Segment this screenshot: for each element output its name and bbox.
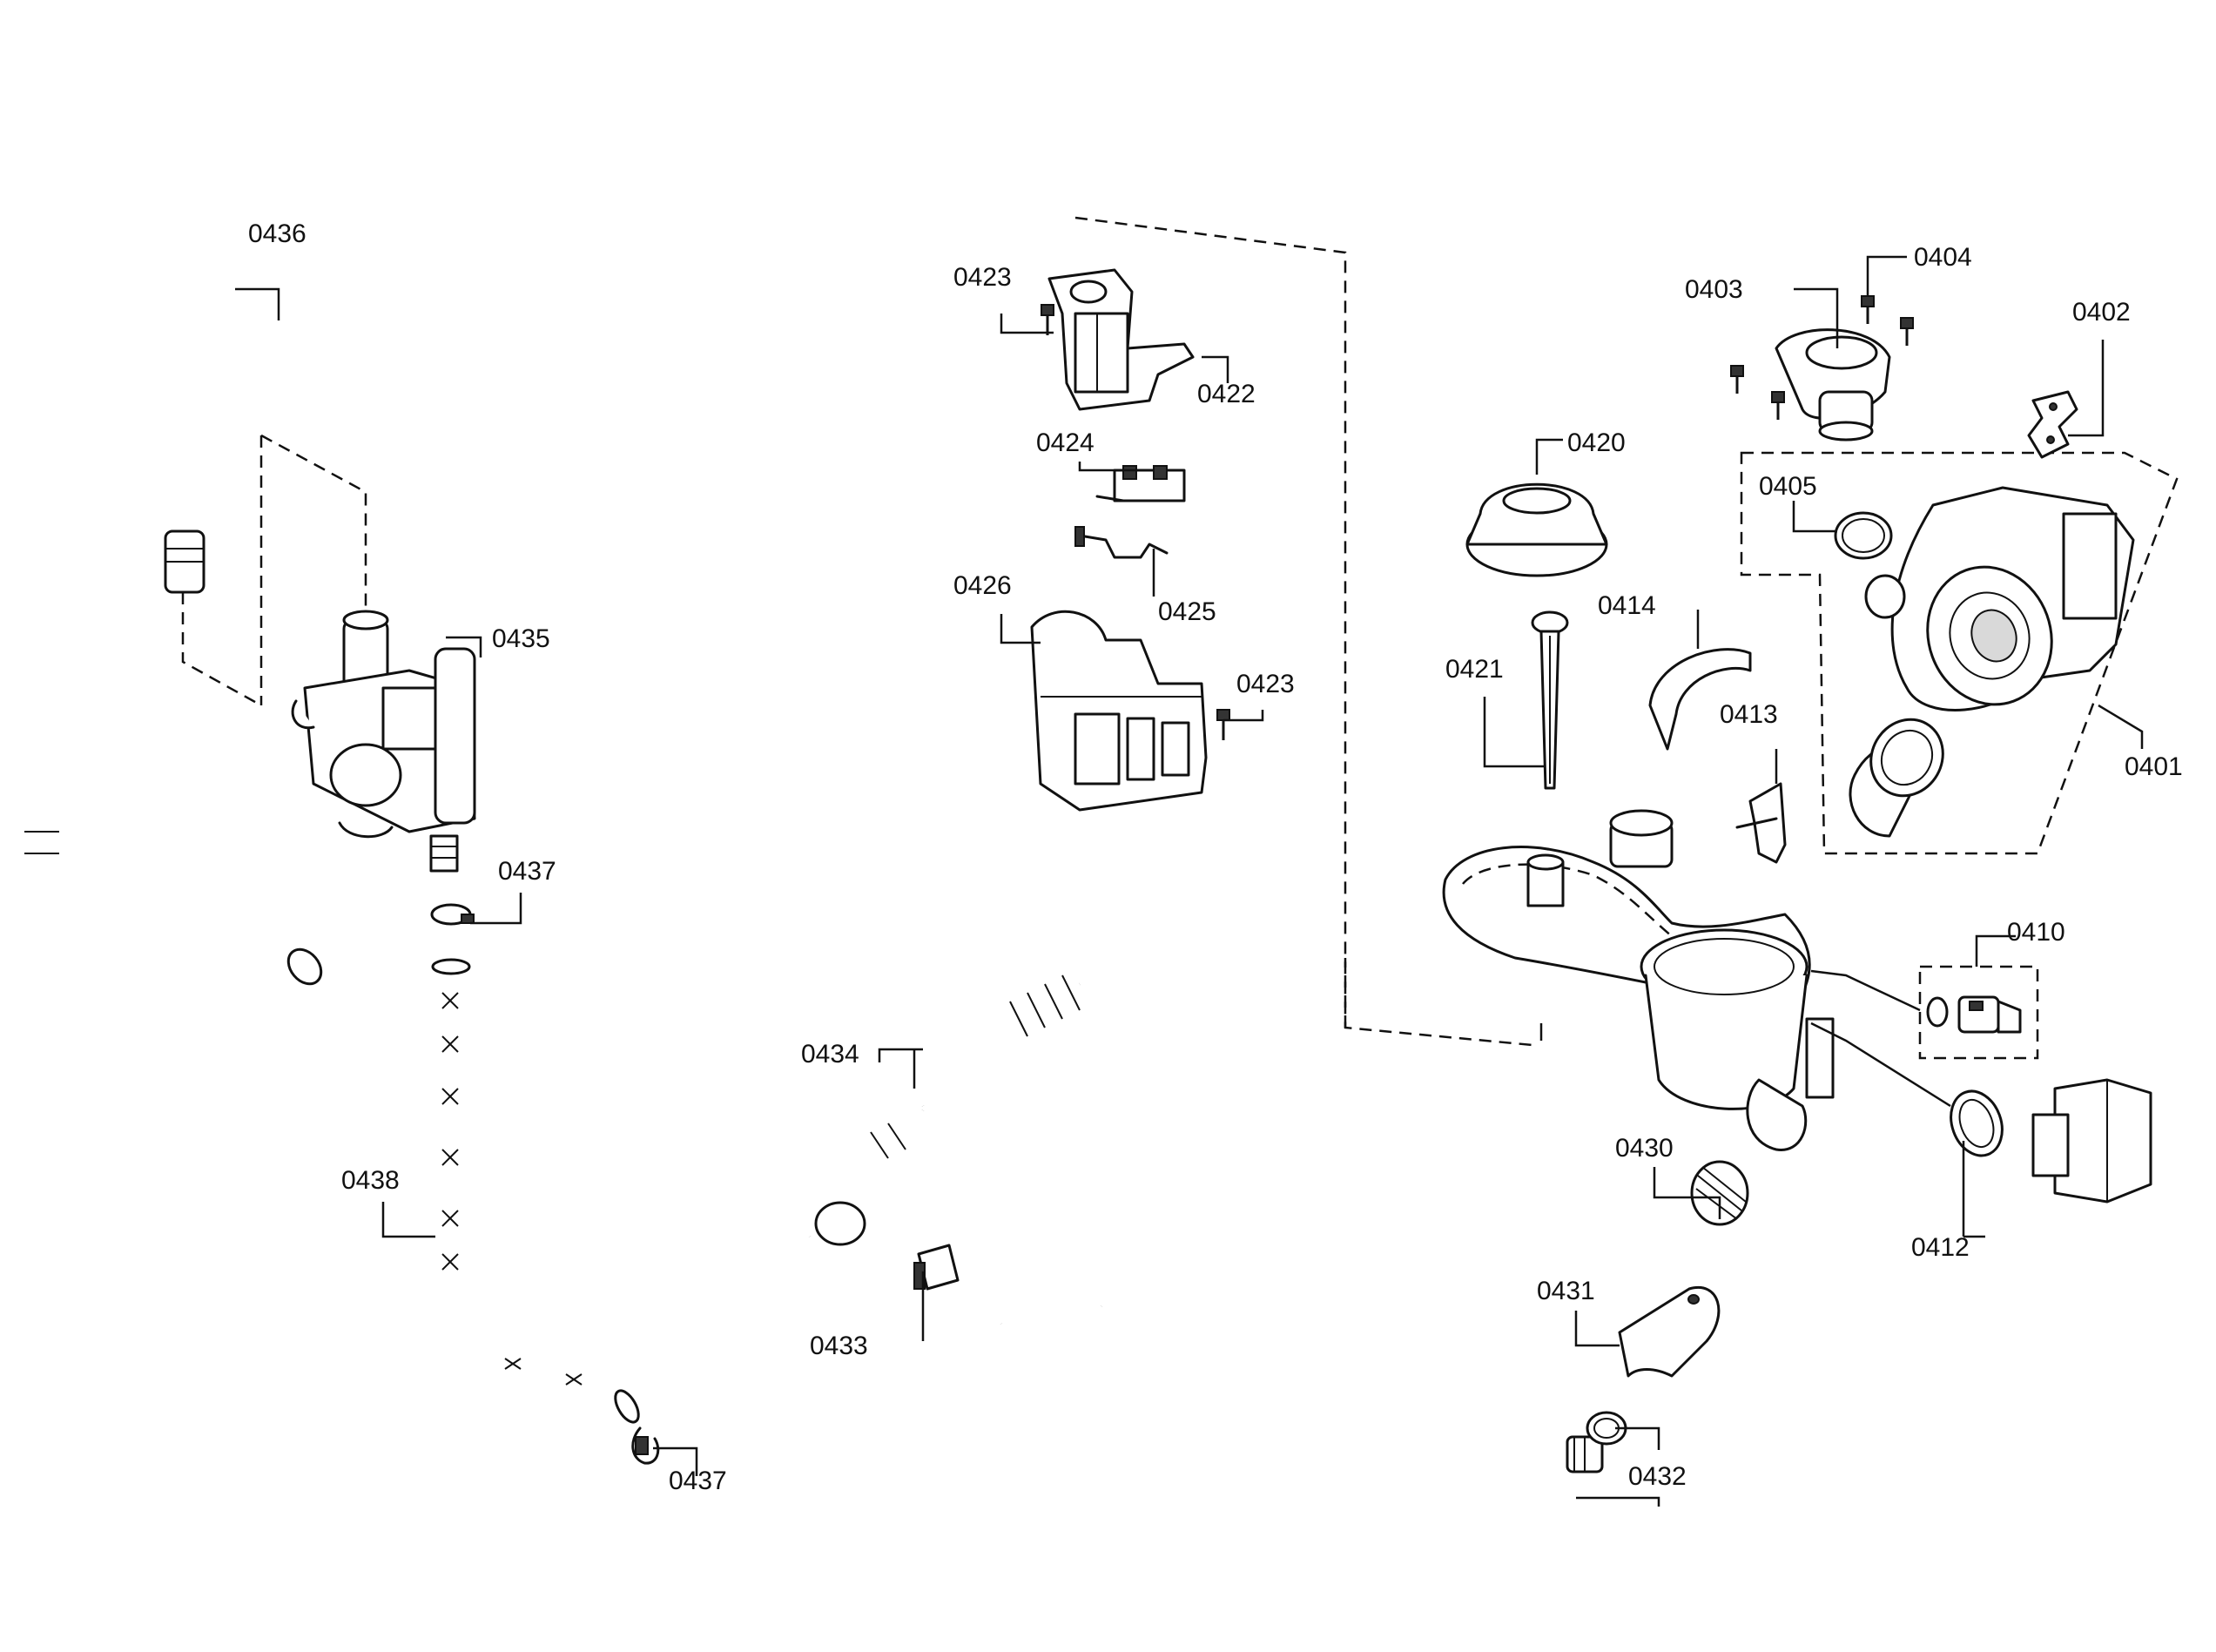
callout-0421: 0421 — [1445, 655, 1504, 684]
screw-0423-upper — [1041, 304, 1054, 335]
cover-0420 — [1465, 482, 1608, 577]
callout-0401: 0401 — [2125, 752, 2183, 781]
valve-0435 — [291, 610, 476, 873]
bracket-0413 — [1735, 782, 1787, 864]
switch-0424 — [1095, 465, 1186, 502]
callout-labels: 0436 0435 0437 0437 0438 0434 0433 0423 … — [248, 219, 2183, 1495]
hose-0438 — [431, 958, 640, 1424]
callout-0404: 0404 — [1914, 243, 1972, 272]
clip-0431 — [1618, 1285, 1721, 1378]
callout-0410: 0410 — [2007, 918, 2065, 947]
bracket-0402 — [2027, 390, 2078, 459]
clip-0433 — [913, 1244, 960, 1291]
callout-0432: 0432 — [1628, 1462, 1687, 1491]
motor-0401 — [1849, 486, 2135, 838]
callout-0402: 0402 — [2072, 298, 2131, 327]
ring-0405 — [1834, 511, 1893, 560]
clamp-0414 — [1648, 648, 1752, 751]
callout-0437-upper: 0437 — [498, 857, 556, 886]
callout-0426: 0426 — [953, 571, 1012, 600]
screen-0430 — [1690, 1160, 1749, 1226]
callout-0435: 0435 — [492, 624, 550, 653]
drain-pump-0412 — [1950, 1078, 2152, 1204]
callout-0437-lower: 0437 — [669, 1467, 727, 1495]
hose-0434 — [785, 968, 1085, 1246]
clamp-0437-lower — [631, 1426, 660, 1465]
hose-0436 — [23, 199, 323, 986]
callout-0423-upper: 0423 — [953, 263, 1012, 292]
sensor-0410 — [1926, 995, 2022, 1034]
callout-0438: 0438 — [341, 1166, 400, 1195]
callout-0412: 0412 — [1911, 1233, 1970, 1262]
callout-0425: 0425 — [1158, 597, 1216, 626]
callout-0420: 0420 — [1567, 428, 1626, 457]
callout-0413: 0413 — [1720, 700, 1778, 729]
callout-0436: 0436 — [248, 219, 306, 248]
clamp-0437-upper — [430, 903, 475, 926]
callout-0422: 0422 — [1197, 380, 1256, 408]
rod-0421 — [1531, 610, 1569, 790]
bracket-0425 — [1074, 526, 1169, 559]
callout-0431: 0431 — [1537, 1277, 1595, 1305]
callout-0414: 0414 — [1598, 591, 1656, 620]
housing-0422 — [1047, 268, 1195, 411]
housing-0403 — [1775, 328, 1891, 442]
callout-0424: 0424 — [1036, 428, 1095, 457]
sump-base — [1442, 809, 1835, 1151]
leader-lines — [235, 255, 2144, 1507]
screw-0423-lower — [1216, 709, 1230, 740]
holder-0426 — [1030, 610, 1208, 812]
hose-0432 — [984, 1112, 1604, 1526]
screws-0404 — [1730, 295, 1914, 420]
callout-0403: 0403 — [1685, 275, 1743, 304]
callout-0423-lower: 0423 — [1236, 670, 1295, 698]
callout-0434: 0434 — [801, 1040, 859, 1069]
callout-0430: 0430 — [1615, 1134, 1674, 1163]
callout-0433: 0433 — [810, 1332, 868, 1360]
callout-0405: 0405 — [1759, 472, 1817, 501]
